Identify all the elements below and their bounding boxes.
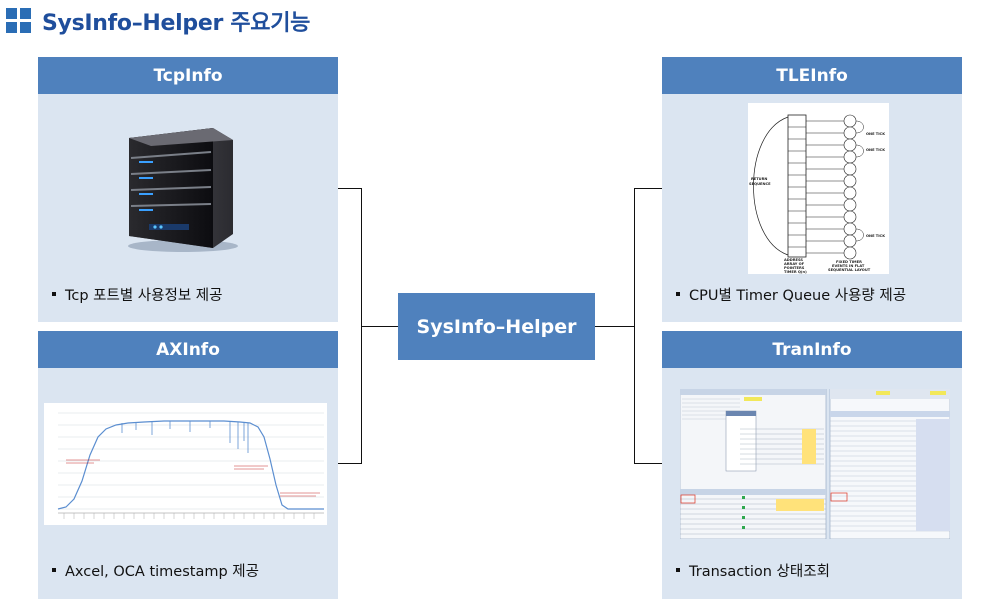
svg-text:ARRAY OF: ARRAY OF <box>784 262 805 266</box>
svg-text:ONE TICK: ONE TICK <box>866 234 885 238</box>
panel-bullet-tcpinfo: Tcp 포트별 사용정보 제공 <box>52 284 222 305</box>
connector-left-bottom <box>338 463 362 464</box>
svg-text:SEQUENTIAL LAYOUT: SEQUENTIAL LAYOUT <box>828 268 871 272</box>
panel-tleinfo: TLEInfo RETURN <box>662 57 962 322</box>
transaction-screens-image <box>680 389 950 539</box>
connector-left-top <box>338 188 362 189</box>
server-icon <box>128 128 238 252</box>
svg-text:ONE TICK: ONE TICK <box>866 148 885 152</box>
panel-header-tcpinfo: TcpInfo <box>38 57 338 94</box>
panel-header-tleinfo: TLEInfo <box>662 57 962 94</box>
connector-left-center <box>361 326 398 327</box>
panel-header-traninfo: TranInfo <box>662 331 962 368</box>
svg-text:EVENTS IN FLAT: EVENTS IN FLAT <box>832 264 865 268</box>
svg-text:ADDRESS: ADDRESS <box>784 258 803 262</box>
panel-bullet-traninfo: Transaction 상태조회 <box>676 560 830 581</box>
grid-squares-icon <box>6 8 32 34</box>
svg-text:POINTERS: POINTERS <box>784 266 805 270</box>
svg-text:SEQUENCE: SEQUENCE <box>749 182 771 186</box>
panel-header-axinfo: AXInfo <box>38 331 338 368</box>
svg-text:RETURN: RETURN <box>751 177 767 181</box>
connector-right-bottom <box>634 463 662 464</box>
center-sysinfo-helper: SysInfo–Helper <box>398 293 595 360</box>
svg-text:ONE TICK: ONE TICK <box>866 132 885 136</box>
connector-right-top <box>634 188 662 189</box>
panel-bullet-axinfo: Axcel, OCA timestamp 제공 <box>52 560 259 581</box>
timer-queue-diagram: RETURN SEQUENCE ONE TICK ONE TICK ONE TI… <box>748 103 889 274</box>
page-title: SysInfo–Helper 주요기능 <box>6 4 310 38</box>
panel-bullet-tleinfo: CPU별 Timer Queue 사용량 제공 <box>676 284 906 305</box>
panel-axinfo: AXInfo <box>38 331 338 599</box>
page-title-text: SysInfo–Helper 주요기능 <box>42 11 311 36</box>
connector-right-center <box>595 326 635 327</box>
panel-traninfo: TranInfo <box>662 331 962 599</box>
panel-tcpinfo: TcpInfo Tcp 포트별 사용정보 <box>38 57 338 322</box>
timestamp-graph-image <box>44 403 327 525</box>
svg-text:FIXED TIMER: FIXED TIMER <box>836 260 862 264</box>
svg-text:TIMER Q(n): TIMER Q(n) <box>784 270 807 274</box>
